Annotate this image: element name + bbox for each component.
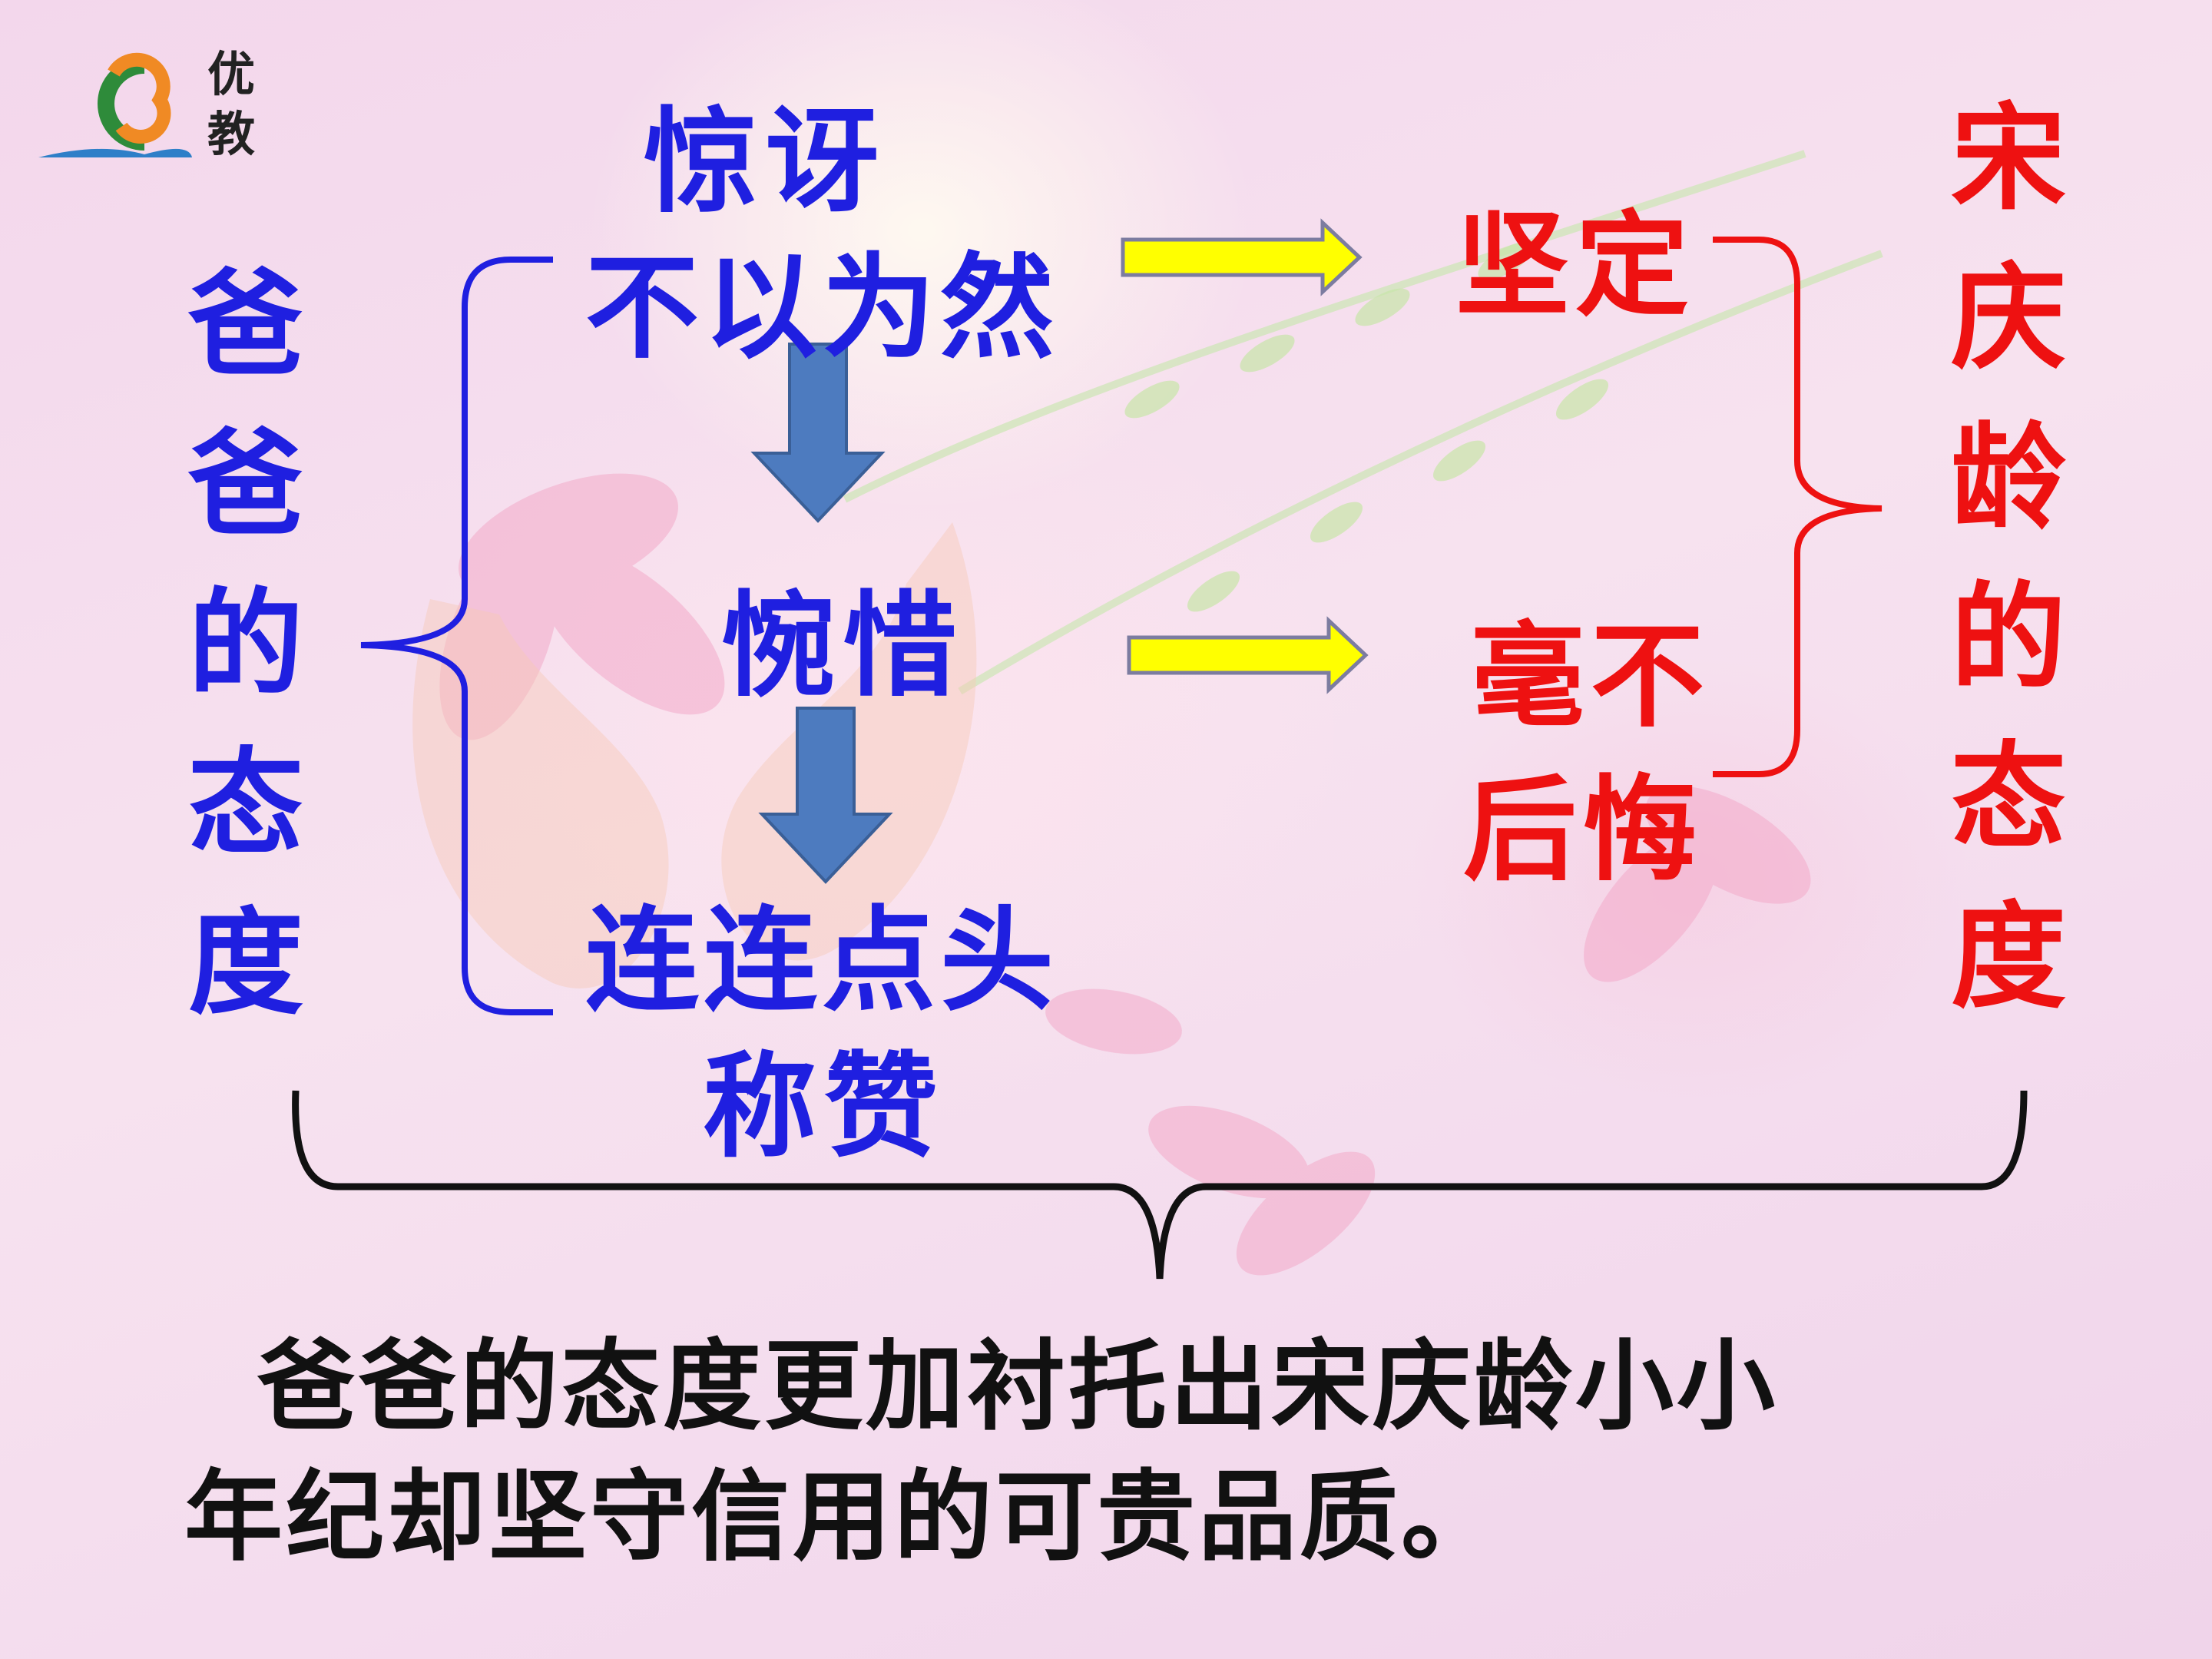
right-arrow-icon <box>1127 616 1369 694</box>
attitude-no-regret-line2: 后悔 <box>1463 763 1703 896</box>
attitude-nodding: 连连点头 <box>585 893 1058 1027</box>
left-brace <box>360 257 553 1015</box>
down-arrow-icon <box>758 707 893 884</box>
label-char: 爸 <box>187 416 303 551</box>
conclusion-line-2: 年纪却坚守信用的可贵品质。 <box>184 1459 1503 1575</box>
right-arrow-icon <box>1121 218 1363 296</box>
label-char: 的 <box>1950 570 2066 705</box>
father-attitude-label: 爸 爸 的 态 度 <box>173 244 319 1043</box>
logo-text: 优教 <box>207 46 256 162</box>
label-char: 的 <box>187 576 303 711</box>
leaf-decoration <box>1124 242 1609 612</box>
label-char: 庆 <box>1950 250 2066 386</box>
label-char: 态 <box>1950 730 2066 865</box>
attitude-firm: 坚定 <box>1455 198 1695 332</box>
label-char: 态 <box>187 736 303 871</box>
flower-decoration <box>439 473 1811 1276</box>
label-char: 度 <box>1950 889 2066 1025</box>
branch-decoration <box>843 150 1883 695</box>
attitude-praising: 称赞 <box>703 1039 945 1173</box>
label-char: 宋 <box>1950 91 2066 226</box>
label-char: 度 <box>187 896 303 1031</box>
bottom-brace <box>292 1090 2028 1280</box>
right-brace <box>1713 237 1883 777</box>
songqingling-attitude-label: 宋 庆 龄 的 态 度 <box>1936 78 2081 1037</box>
label-char: 爸 <box>187 257 303 392</box>
attitude-dismissive: 不以为然 <box>585 240 1058 374</box>
attitude-surprised: 惊讶 <box>644 94 886 228</box>
attitude-no-regret-line1: 毫不 <box>1471 609 1710 743</box>
conclusion-line-1: 爸爸的态度更加衬托出宋庆龄小小 <box>257 1329 1779 1444</box>
label-char: 龄 <box>1950 410 2066 545</box>
logo-icon <box>38 52 192 157</box>
attitude-regretful: 惋惜 <box>722 578 965 712</box>
down-arrow-icon <box>750 343 886 523</box>
